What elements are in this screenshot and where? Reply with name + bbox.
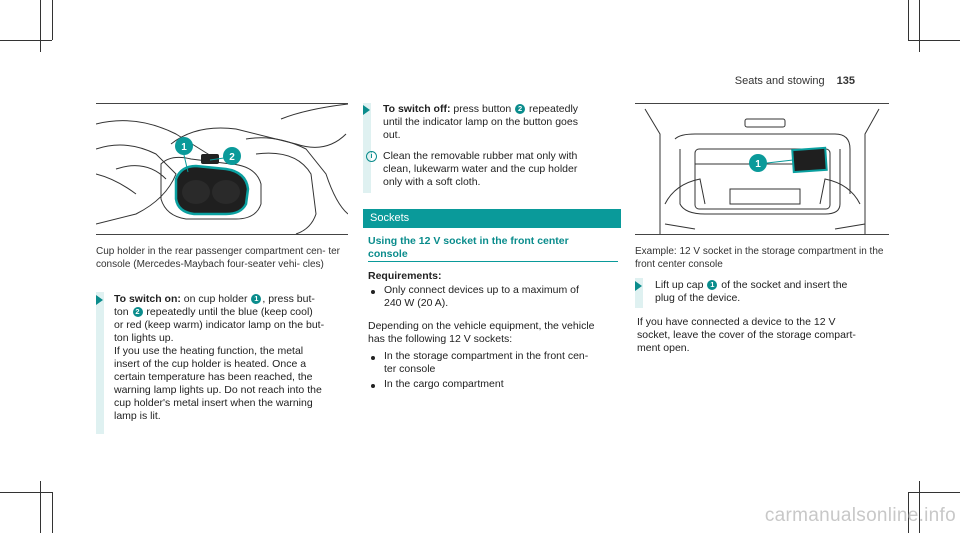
- paragraph-text: socket, leave the cover of the storage c…: [637, 329, 856, 341]
- step-text: repeatedly: [526, 103, 579, 115]
- section-title: Seats and stowing: [734, 75, 825, 87]
- page-number: 135: [836, 75, 855, 87]
- step-text: until the indicator lamp on the button g…: [383, 116, 578, 128]
- step-text: plug of the device.: [655, 292, 741, 304]
- step-switch-on: To switch on: on cup holder 1, press but…: [114, 293, 354, 423]
- step-highlight: [363, 103, 371, 193]
- cup-holder-illustration: 1 2: [96, 103, 348, 235]
- figure-caption-left: Cup holder in the rear passenger compart…: [96, 246, 341, 270]
- info-text: only with a soft cloth.: [383, 176, 481, 188]
- sockets-paragraph: Depending on the vehicle equipment, the …: [368, 320, 628, 346]
- requirements-title: Requirements:: [368, 270, 442, 283]
- step-text: insert of the cup holder is heated. Once…: [114, 358, 307, 370]
- step-highlight: [635, 278, 643, 308]
- bullet-icon: [371, 290, 375, 294]
- step-highlight: [96, 292, 104, 434]
- requirement-item: Only connect devices up to a maximum of …: [384, 284, 624, 310]
- subheading-text: Using the 12 V socket in the front cente…: [368, 235, 569, 247]
- list-item-text: ter console: [384, 363, 436, 375]
- callout-1-icon: 1: [707, 280, 718, 290]
- requirement-text: 240 W (20 A).: [384, 297, 449, 309]
- bullet-icon: [371, 356, 375, 360]
- requirements-label: Requirements:: [368, 270, 442, 282]
- step-arrow-icon: [635, 281, 642, 291]
- callout-2-icon: 2: [515, 104, 526, 114]
- step-text: on cup holder: [180, 293, 251, 305]
- figure-caption-right: Example: 12 V socket in the storage comp…: [635, 246, 884, 270]
- bullet-icon: [371, 384, 375, 388]
- requirement-text: Only connect devices up to a maximum of: [384, 284, 579, 296]
- list-item-text: In the storage compartment in the front …: [384, 350, 589, 362]
- step-text: repeatedly until the blue (keep cool): [143, 306, 313, 318]
- step-text: certain temperature has been reached, th…: [114, 371, 313, 383]
- step-text: , press but-: [262, 293, 315, 305]
- step-switch-off: To switch off: press button 2 repeatedly…: [383, 103, 623, 142]
- step-arrow-icon: [363, 105, 370, 115]
- paragraph-text: ment open.: [637, 342, 690, 354]
- step-text: If you use the heating function, the met…: [114, 345, 304, 357]
- step-text: lamp is lit.: [114, 410, 161, 422]
- svg-text:2: 2: [229, 152, 235, 163]
- step-text: ton: [114, 306, 132, 318]
- callout-2-icon: 2: [132, 307, 143, 317]
- list-item: In the storage compartment in the front …: [384, 350, 624, 376]
- info-icon: i: [366, 151, 377, 162]
- info-text: clean, lukewarm water and the cup holder: [383, 163, 578, 175]
- socket-paragraph: If you have connected a device to the 12…: [637, 316, 897, 355]
- subheading-text: console: [368, 248, 408, 260]
- page-header: Seats and stowing 135: [735, 75, 855, 87]
- subheading: Using the 12 V socket in the front cente…: [368, 235, 618, 261]
- step-lift-cap: Lift up cap 1 of the socket and insert t…: [655, 279, 895, 305]
- svg-text:1: 1: [181, 142, 187, 153]
- callout-1-icon: 1: [251, 294, 262, 304]
- info-note: Clean the removable rubber mat only with…: [383, 150, 623, 189]
- step-arrow-icon: [96, 295, 103, 305]
- step-text: ton lights up.: [114, 332, 174, 344]
- step-text: or red (keep warm) indicator lamp on the…: [114, 319, 325, 331]
- svg-text:1: 1: [755, 159, 761, 170]
- paragraph-text: has the following 12 V sockets:: [368, 333, 513, 345]
- step-title: To switch on:: [114, 293, 181, 305]
- info-text: Clean the removable rubber mat only with: [383, 150, 578, 162]
- watermark: carmanualsonline.info: [764, 505, 956, 526]
- step-text: press button: [450, 103, 515, 115]
- step-title: To switch off:: [383, 103, 451, 115]
- section-heading-sockets: Sockets: [363, 209, 621, 228]
- list-item: In the cargo compartment: [384, 378, 504, 390]
- step-text: warning lamp lights up. Do not reach int…: [114, 384, 322, 396]
- step-text: out.: [383, 129, 401, 141]
- step-text: of the socket and insert the: [718, 279, 848, 291]
- socket-illustration: 1: [635, 103, 889, 235]
- paragraph-text: If you have connected a device to the 12…: [637, 316, 836, 328]
- step-text: cup holder's metal insert when the warni…: [114, 397, 313, 409]
- subheading-rule: [368, 261, 618, 262]
- step-text: Lift up cap: [655, 279, 707, 291]
- paragraph-text: Depending on the vehicle equipment, the …: [368, 320, 595, 332]
